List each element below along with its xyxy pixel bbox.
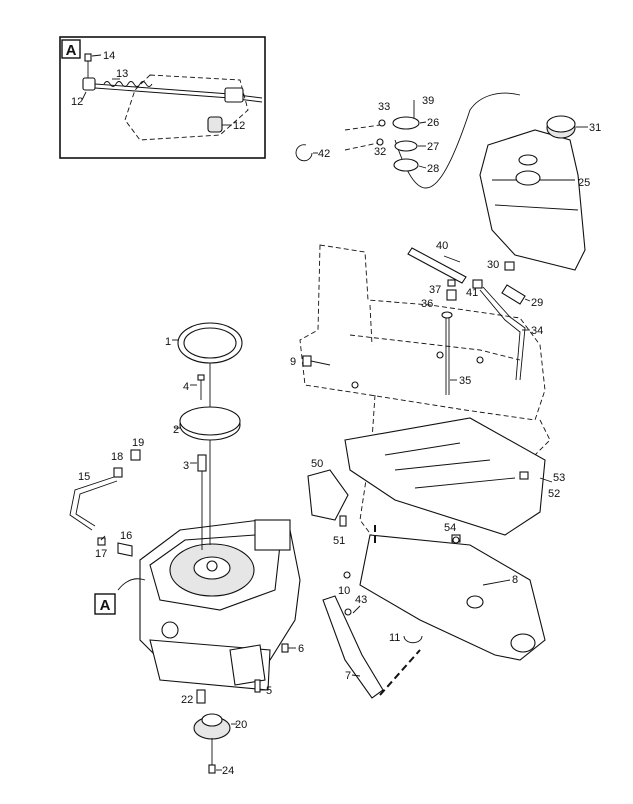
callout-52: 52	[548, 488, 560, 500]
inset-a: A 14 13 12 12	[59, 36, 266, 159]
callout-inset-13: 13	[116, 68, 128, 80]
callout-8: 8	[512, 574, 518, 586]
bolt-9	[302, 355, 331, 367]
callout-27: 27	[427, 141, 439, 153]
callout-29: 29	[531, 297, 543, 309]
callout-40: 40	[436, 240, 448, 252]
callout-3: 3	[183, 460, 189, 472]
callout-24: 24	[222, 765, 234, 777]
callout-15: 15	[78, 471, 90, 483]
callout-9: 9	[290, 356, 296, 368]
callout-17: 17	[95, 548, 107, 560]
inset-tag: A	[66, 42, 77, 59]
pto-parts	[193, 679, 266, 774]
callout-50: 50	[311, 458, 323, 470]
fuel-line-34	[441, 279, 530, 395]
callout-22: 22	[181, 694, 193, 706]
callout-1: 1	[165, 336, 171, 348]
callout-39: 39	[422, 95, 434, 107]
callout-6: 6	[298, 643, 304, 655]
callout-20: 20	[235, 719, 247, 731]
fuel-tank-group	[295, 92, 588, 305]
callout-18: 18	[111, 451, 123, 463]
callout-28: 28	[427, 163, 439, 175]
callout-10: 10	[338, 585, 350, 597]
callout-42: 42	[318, 148, 330, 160]
muffler-8	[359, 525, 546, 661]
fuel-line-15	[69, 449, 141, 557]
callout-34: 34	[531, 325, 543, 337]
callout-4: 4	[183, 381, 189, 393]
callout-inset-12b: 12	[233, 120, 245, 132]
callout-31: 31	[589, 122, 601, 134]
callout-53: 53	[553, 472, 565, 484]
callout-30: 30	[487, 259, 499, 271]
callout-51: 51	[333, 535, 345, 547]
callout-26: 26	[427, 117, 439, 129]
callout-54: 54	[444, 522, 456, 534]
callout-inset-12a: 12	[71, 96, 83, 108]
callout-32: 32	[374, 146, 386, 158]
callout-7: 7	[345, 670, 351, 682]
callout-35: 35	[459, 375, 471, 387]
rewind-parts	[172, 322, 243, 550]
tube-40	[407, 247, 467, 284]
engine-tag-a: A	[94, 578, 146, 615]
callout-labels: 1 2 3 4 5 6 7 8 9 10 11 15 16 17 18 19 2…	[78, 95, 601, 777]
callout-16: 16	[120, 530, 132, 542]
bracket-50	[307, 469, 349, 527]
engine	[139, 519, 301, 691]
callout-41: 41	[466, 287, 478, 299]
callout-37: 37	[429, 284, 441, 296]
callout-33: 33	[378, 101, 390, 113]
callout-inset-14: 14	[103, 50, 115, 62]
exhaust-pipe-7	[322, 595, 423, 699]
callout-5: 5	[266, 685, 272, 697]
callout-19: 19	[132, 437, 144, 449]
callout-36: 36	[421, 298, 433, 310]
callout-25: 25	[578, 177, 590, 189]
callout-2: 2	[173, 424, 179, 436]
engine-tag: A	[100, 597, 111, 614]
fasteners	[343, 536, 460, 616]
callout-11: 11	[389, 632, 400, 644]
callout-43: 43	[355, 594, 367, 606]
